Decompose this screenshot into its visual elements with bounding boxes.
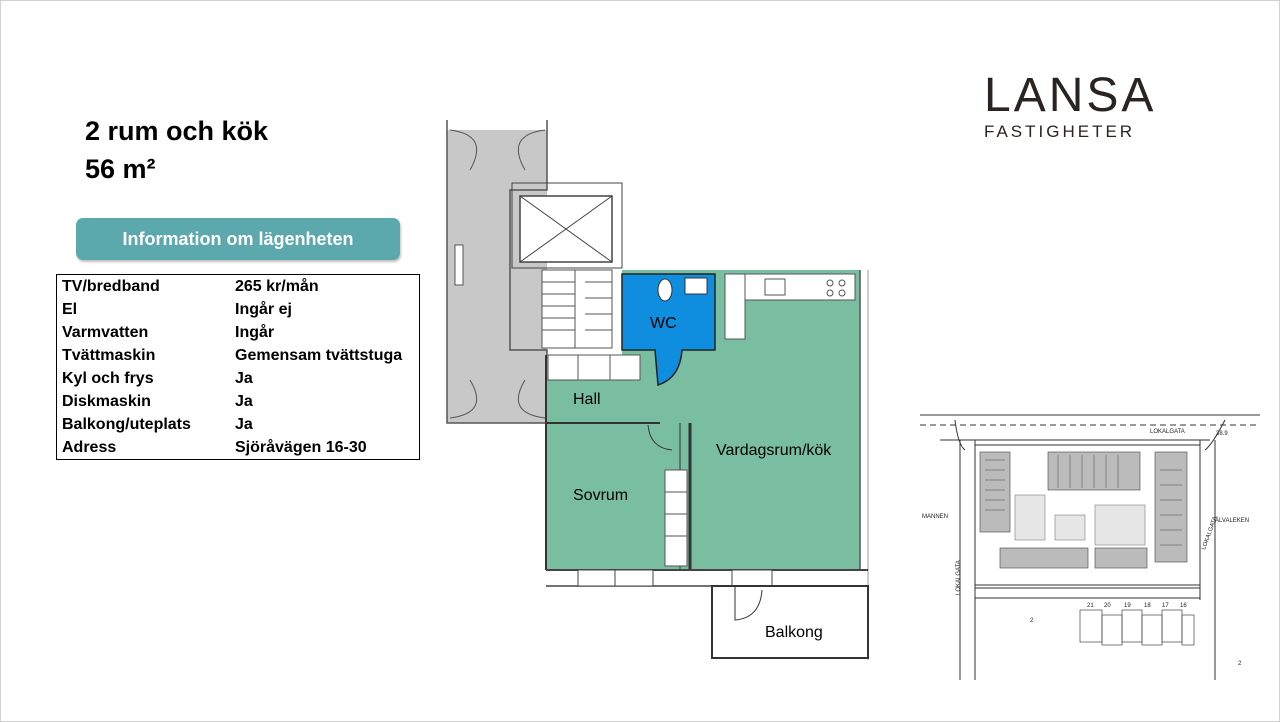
house-number: 18 (1144, 603, 1151, 609)
room-label-bedroom: Sovrum (573, 487, 628, 504)
door-arc (449, 379, 478, 419)
info-table: TV/bredband 265 kr/mån El Ingår ej Varmvat… (56, 274, 420, 460)
house-number: 20 (1104, 603, 1111, 609)
door-arc (449, 129, 478, 171)
room-label-living: Vardagsrum/kök (716, 442, 832, 459)
lansa-logo: LANSA FASTIGHETER (984, 70, 1164, 142)
corridor-window (454, 244, 464, 286)
table-row: Adress Sjöråvägen 16-30 (57, 436, 420, 460)
info-value: Gemensam tvättstuga (235, 347, 403, 364)
info-value: Ingår ej (235, 301, 292, 318)
table-row: Varmvatten Ingår (57, 321, 420, 344)
room-label-wc: WC (650, 315, 677, 332)
info-key: El (62, 301, 78, 318)
info-key: Tvättmaskin (62, 347, 156, 364)
info-key: Balkong/uteplats (62, 416, 191, 433)
site-plan: LOKALGATA LOKALGATA LOKALGATA ÄLVALEKEN … (920, 414, 1260, 680)
plot-number: 2 (1238, 661, 1242, 667)
room-count: 2 rum och kök (85, 116, 269, 146)
window (731, 569, 773, 587)
corridor-outline (446, 120, 548, 424)
table-row: Tvättmaskin Gemensam tvättstuga (57, 344, 420, 367)
wardrobe (664, 469, 688, 567)
table-row: Kyl och frys Ja (57, 367, 420, 390)
door-arc (517, 129, 546, 171)
info-value: Ja (235, 370, 253, 387)
house-number: 19 (1124, 603, 1131, 609)
info-value: Sjöråvägen 16-30 (235, 439, 367, 456)
corridor-area (447, 130, 547, 423)
table-row: Balkong/uteplats Ja (57, 413, 420, 436)
floor-plan: WC Hall Vardagsrum/kök Sovrum Balkong (446, 120, 869, 660)
street-label-top: LOKALGATA (1150, 429, 1185, 435)
table-row: TV/bredband 265 kr/mån (57, 275, 420, 299)
info-key: TV/bredband (62, 278, 160, 295)
table-row: El Ingår ej (57, 298, 420, 321)
apartment-area: 56 m² (85, 154, 156, 184)
info-button[interactable]: Information om lägenheten (76, 218, 400, 260)
area-label-west: MANNEN (922, 514, 948, 520)
area-label-east: ÄLVALEKEN (1215, 517, 1249, 524)
house-number: 21 (1087, 603, 1094, 609)
info-value: 265 kr/mån (235, 278, 319, 295)
info-key: Diskmaskin (62, 393, 151, 410)
balcony (711, 585, 869, 659)
info-value: Ja (235, 393, 253, 410)
info-key: Kyl och frys (62, 370, 154, 387)
plot-number: 2 (1030, 618, 1034, 624)
apartment-title: 2 rum och kök 56 m² (85, 112, 268, 188)
info-key: Adress (62, 439, 117, 456)
door-arc (647, 424, 673, 451)
room-label-balcony: Balkong (765, 624, 823, 641)
street-label-left: LOKALGATA (956, 560, 962, 595)
house-number: 16 (1180, 603, 1187, 609)
room-label-hall: Hall (573, 391, 601, 408)
info-key: Varmvatten (62, 324, 149, 341)
info-value: Ja (235, 416, 253, 433)
staircase (541, 269, 613, 349)
wc-area (621, 273, 716, 386)
kitchen-counter (724, 273, 856, 301)
house-number: 17 (1162, 603, 1169, 609)
hall-closet (547, 354, 641, 381)
logo-subtitle: FASTIGHETER (984, 122, 1136, 141)
door-arc (734, 586, 763, 621)
elevation-label: 38.9 (1216, 431, 1228, 437)
info-value: Ingår (235, 324, 275, 341)
door-arc (517, 379, 546, 419)
table-row: Diskmaskin Ja (57, 390, 420, 413)
logo-wordmark: LANSA (984, 69, 1157, 122)
